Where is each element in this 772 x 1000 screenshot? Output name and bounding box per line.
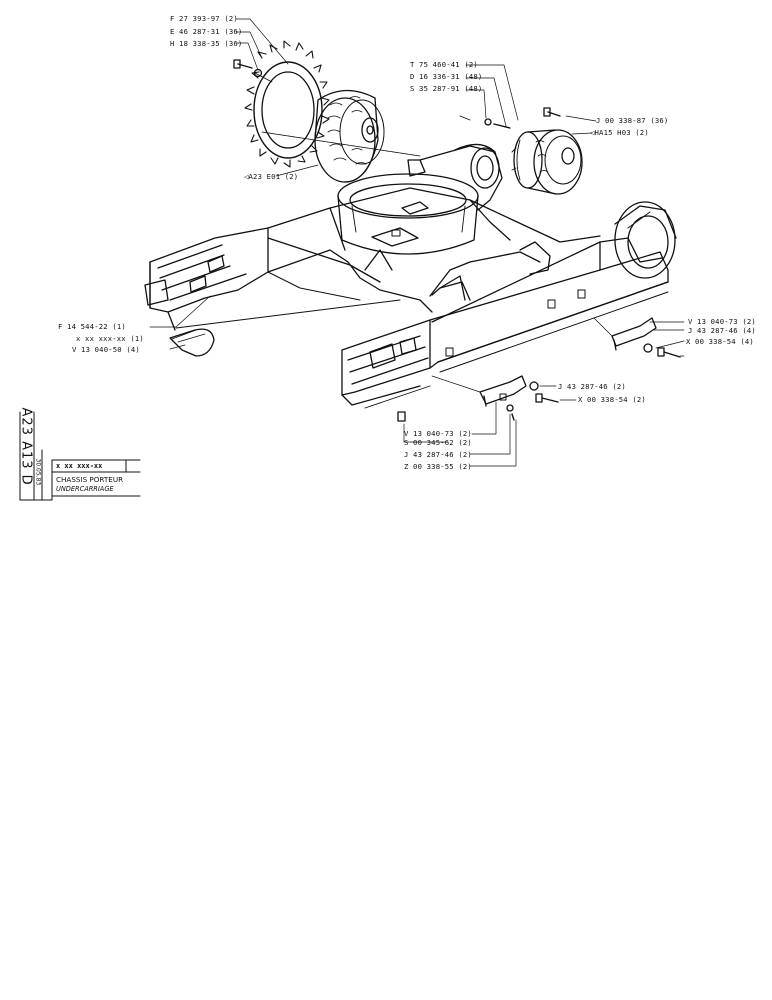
label-middle-bolt: X 00 338-54 (2) bbox=[578, 395, 646, 404]
label-sprocket: F 27 393-97 (2) bbox=[170, 14, 238, 23]
leader-lines bbox=[149, 18, 685, 467]
label-idler-part: T 75 460-41 (2) bbox=[410, 60, 478, 69]
reference-code: A23 A13 D bbox=[18, 407, 34, 486]
sprocket-bolt bbox=[233, 59, 273, 83]
label-bottom-spacer: S 00 345-62 (2) bbox=[404, 438, 472, 447]
title-french: CHASSIS PORTEUR bbox=[56, 475, 124, 484]
label-idler-washer: D 16 336-31 (48) bbox=[410, 72, 483, 81]
label-bottom-clamp: V 13 040-73 (2) bbox=[404, 429, 472, 438]
label-idler-screw: S 35 287-91 (48) bbox=[410, 84, 483, 93]
label-right-clamp: V 13 040-73 (2) bbox=[688, 317, 756, 326]
label-frame-part: F 14 544-22 (1) bbox=[58, 322, 126, 331]
middle-clamp-plate bbox=[397, 375, 559, 422]
label-idler-bolt: J 00 338-87 (36) bbox=[596, 116, 669, 125]
title-english: UNDERCARRIAGE bbox=[56, 485, 114, 493]
label-right-bolt: X 00 338-54 (4) bbox=[686, 337, 754, 346]
label-placeholder-part: x xx xxx-xx (1) bbox=[76, 334, 144, 343]
part-code: x xx xxx-xx bbox=[56, 462, 103, 470]
idler-wheel bbox=[511, 129, 583, 195]
title-block-frame bbox=[19, 411, 141, 501]
drawing-date: 30.05.83 bbox=[34, 458, 42, 486]
label-bottom-washer: J 43 287-46 (2) bbox=[404, 450, 472, 459]
label-drive-motor-ref: ◁A23 E01 (2) bbox=[244, 172, 299, 181]
label-idler-ref: ◁HA15 H03 (2) bbox=[590, 128, 649, 137]
label-middle-washer: J 43 287-46 (2) bbox=[558, 382, 626, 391]
sprocket-leader-line bbox=[261, 131, 421, 157]
drive-motor-hub bbox=[314, 89, 385, 183]
label-sprocket-screw: E 46 287-31 (36) bbox=[170, 27, 243, 36]
right-side-frame bbox=[341, 201, 677, 409]
idler-bolts bbox=[459, 107, 561, 129]
label-right-washer: J 43 287-46 (4) bbox=[688, 326, 756, 335]
right-clamp-plate bbox=[593, 317, 681, 358]
drive-sprocket bbox=[244, 40, 330, 168]
label-cover-plate: V 13 040-50 (4) bbox=[72, 345, 140, 354]
label-bottom-bolt: Z 00 338-55 (2) bbox=[404, 462, 472, 471]
label-sprocket-washer: H 18 338-35 (36) bbox=[170, 39, 243, 48]
left-side-frame bbox=[144, 227, 401, 331]
cover-plate bbox=[169, 328, 215, 357]
main-frame-body bbox=[267, 143, 601, 313]
